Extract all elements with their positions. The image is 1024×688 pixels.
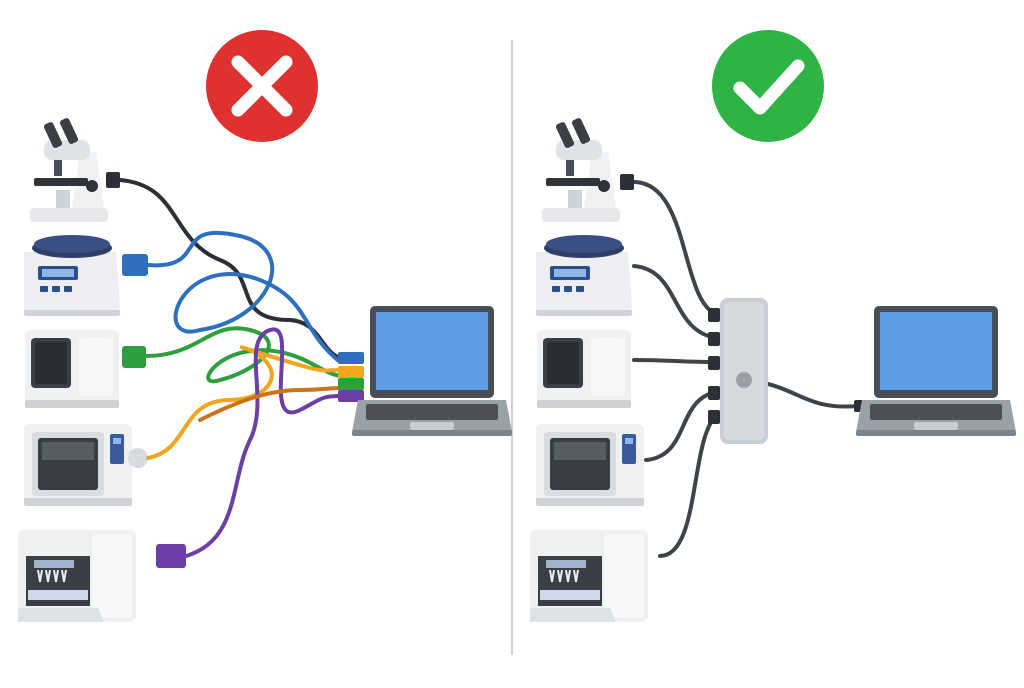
cable-orange xyxy=(198,386,342,422)
cable-green xyxy=(144,326,342,384)
incubator-icon xyxy=(24,424,132,506)
hub-cables xyxy=(630,179,860,558)
x-mark-icon xyxy=(206,30,318,142)
centrifuge-icon xyxy=(24,235,120,316)
cable-purple xyxy=(184,327,342,558)
tangled-cables xyxy=(118,178,342,558)
panel-incorrect xyxy=(17,30,512,623)
check-mark-icon xyxy=(712,30,824,142)
microscope-icon xyxy=(542,117,620,222)
panel-correct xyxy=(529,30,1016,623)
laptop-icon xyxy=(352,306,512,436)
liquid-handler-icon xyxy=(529,529,649,623)
laptop-icon xyxy=(856,306,1016,436)
usb-hub-icon xyxy=(720,298,768,444)
cable-blue xyxy=(146,230,342,364)
liquid-handler-icon xyxy=(17,529,137,623)
microscope-icon xyxy=(30,117,108,222)
cable-black xyxy=(118,178,342,360)
analyzer-icon xyxy=(537,330,631,408)
incubator-icon xyxy=(536,424,644,506)
analyzer-icon xyxy=(25,330,119,408)
centrifuge-icon xyxy=(536,235,632,316)
